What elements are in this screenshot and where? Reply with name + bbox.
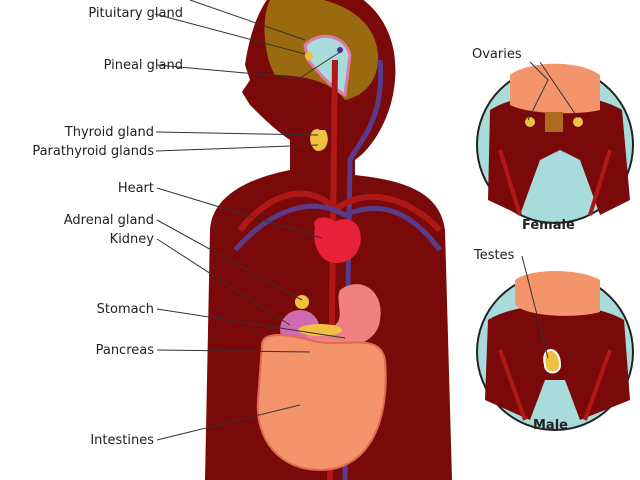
label-kidney: Kidney: [109, 232, 154, 247]
label-pancreas: Pancreas: [95, 343, 154, 358]
label-female: Female: [522, 218, 575, 233]
label-male: Male: [533, 418, 568, 433]
pituitary-gland: [305, 52, 313, 60]
label-thyroid-gland: Thyroid gland: [64, 125, 154, 140]
leader-lines: [154, 0, 579, 441]
label-intestines: Intestines: [90, 433, 154, 448]
label-testes: Testes: [474, 248, 515, 263]
body-silhouette: [205, 0, 452, 480]
label-stomach: Stomach: [96, 302, 154, 317]
female-inset: [476, 63, 634, 224]
male-inset: [476, 271, 634, 431]
label-adrenal-gland: Adrenal gland: [63, 213, 154, 228]
pancreas: [298, 324, 342, 336]
heart: [314, 217, 361, 264]
label-heart: Heart: [117, 181, 154, 196]
label-pineal-gland: Pineal gland: [103, 58, 183, 73]
label-ovaries: Ovaries: [472, 47, 522, 62]
label-parathyroid-glands: Parathyroid glands: [32, 144, 154, 159]
pineal-gland: [337, 47, 343, 53]
label-pituitary-gland: Pituitary gland: [88, 6, 183, 21]
intestines: [256, 334, 387, 472]
